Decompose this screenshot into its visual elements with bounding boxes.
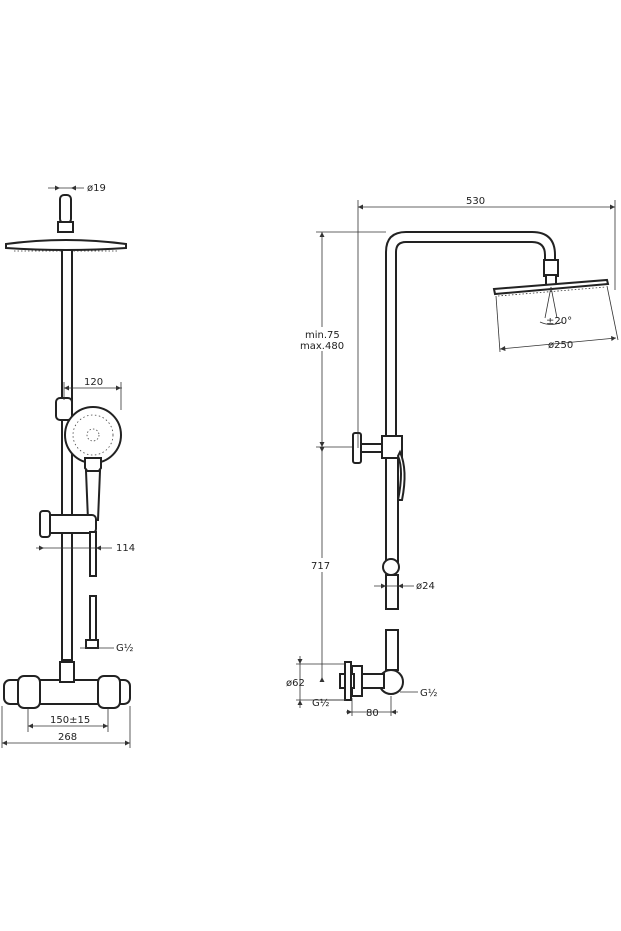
label-height-min: min.75 (305, 330, 340, 341)
label-tilt-angle: ±20° (546, 316, 572, 327)
mixer-outlet (59, 661, 75, 683)
top-nut (57, 221, 74, 233)
side-rail-lower (385, 574, 399, 610)
label-handshower-width: 120 (84, 377, 103, 388)
label-connector-depth: 80 (366, 708, 379, 719)
hose-upper (89, 531, 97, 577)
hose-nut (85, 639, 99, 649)
side-slider (382, 558, 400, 576)
label-arm-length: 530 (466, 196, 485, 207)
label-thread-left-view: G½ (116, 642, 134, 654)
front-view: ø19 120 114 G½ 150±15 268 (1, 183, 135, 748)
mixer-handle-right (97, 675, 121, 709)
diverter-stem (359, 443, 383, 453)
label-thread-side-right: G½ (420, 687, 438, 699)
side-connector (359, 673, 385, 689)
shower-arm (385, 231, 556, 441)
rain-head (5, 239, 127, 251)
side-rail-bottom (385, 629, 399, 671)
label-rail-height: 717 (311, 561, 330, 572)
label-thread-side-left: G½ (312, 697, 330, 709)
label-mixer-width: 268 (58, 732, 77, 743)
label-center-distance: 150±15 (50, 715, 90, 726)
diverter-knob (352, 432, 362, 464)
slider (43, 514, 97, 534)
label-rail-diameter: ø24 (416, 581, 435, 592)
hand-shower-handle (84, 470, 102, 521)
label-connector-diameter: ø62 (286, 678, 305, 689)
side-rail (385, 457, 399, 563)
label-height-max: max.480 (300, 341, 344, 352)
hand-shower-neck (84, 457, 102, 473)
label-slider-distance: 114 (116, 543, 135, 554)
label-pipe-diameter: ø19 (87, 183, 106, 194)
mixer-handle-left (17, 675, 41, 709)
slider-knob (39, 510, 51, 538)
label-head-diameter: ø250 (548, 340, 573, 351)
top-pipe (59, 194, 72, 224)
side-view: ±20° 530 ø250 (286, 196, 619, 719)
upper-holder (55, 397, 73, 421)
hand-shower-face (72, 414, 114, 456)
main-column (61, 249, 73, 661)
arm-nut (543, 259, 559, 277)
